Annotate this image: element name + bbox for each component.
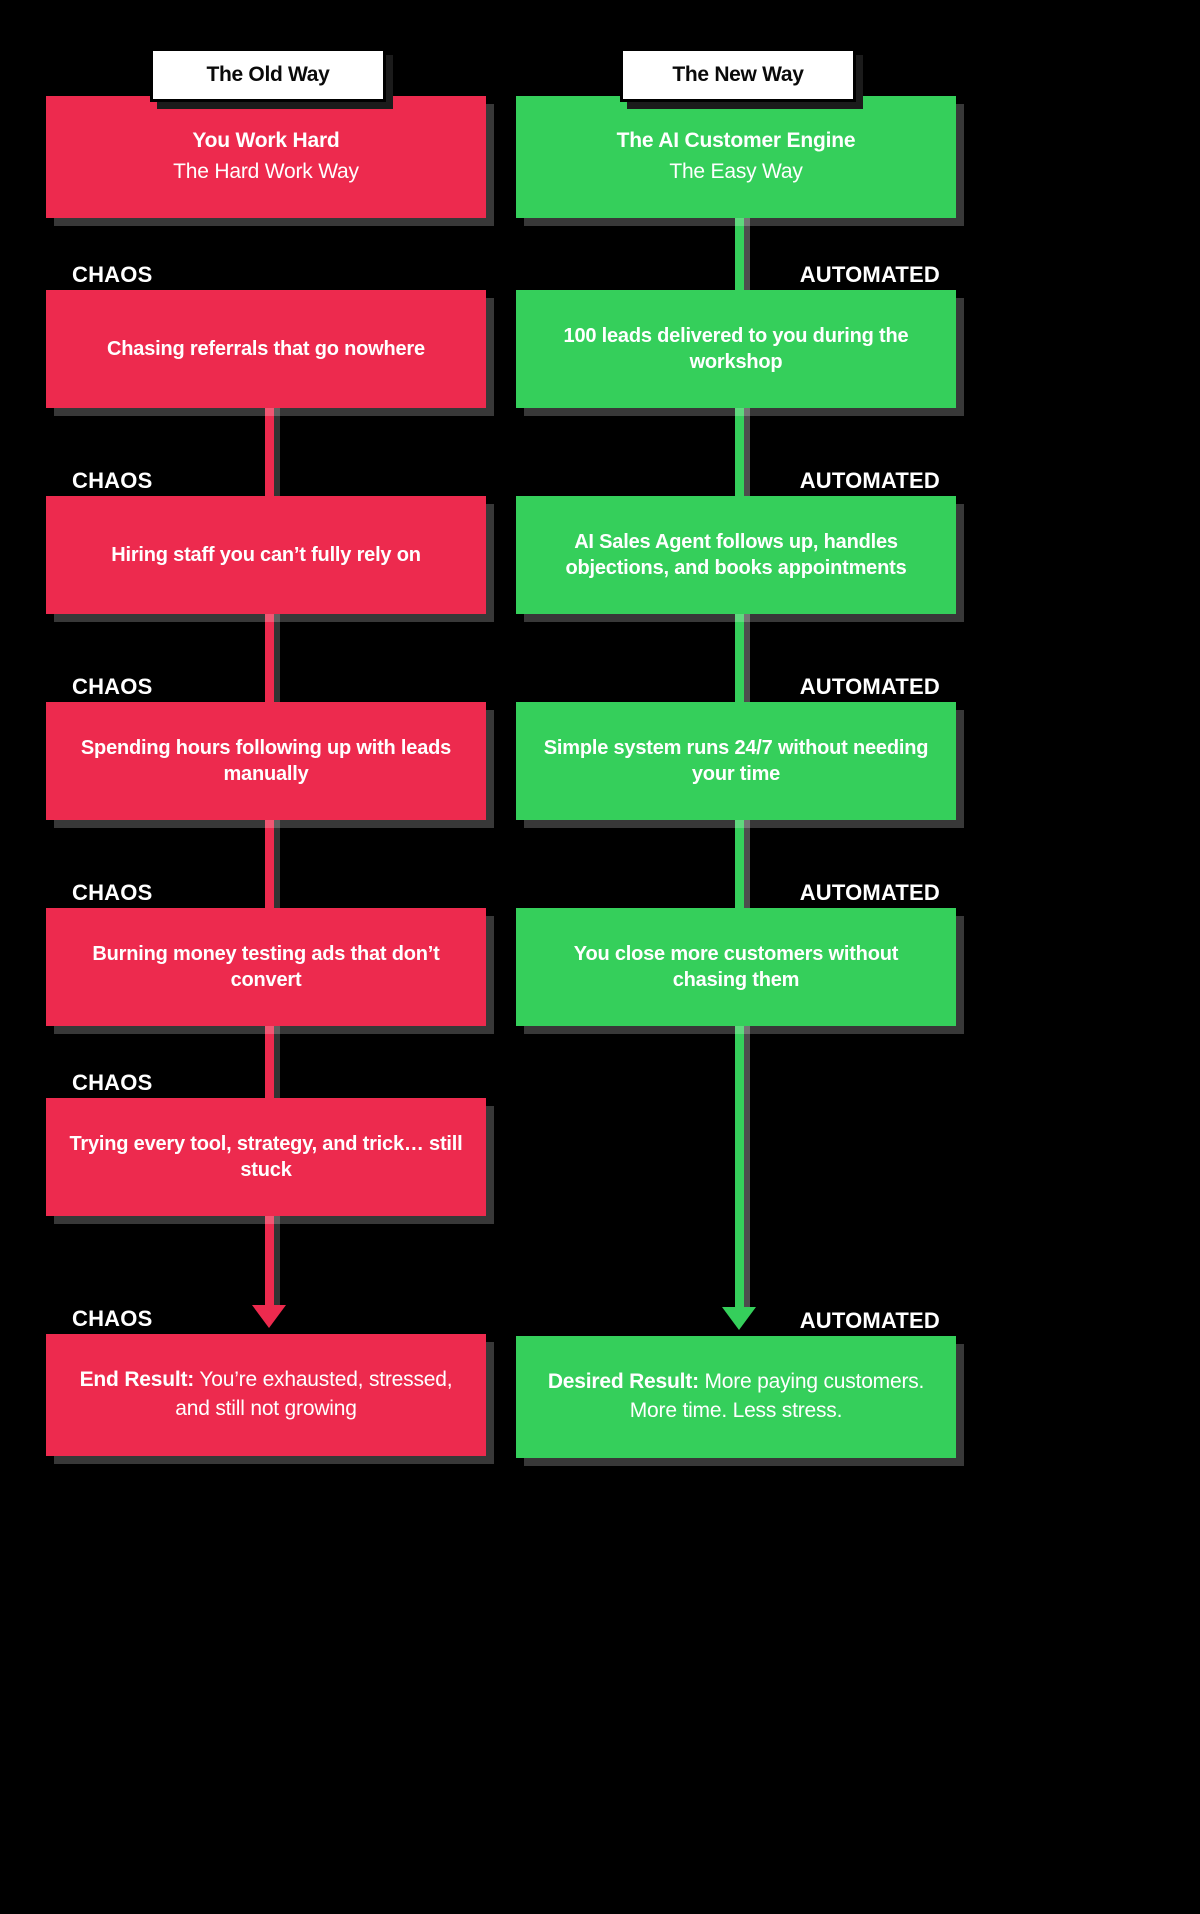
step-card-old-1: Chasing referrals that go nowhere bbox=[46, 290, 486, 408]
hero-card-old-way: You Work Hard The Hard Work Way bbox=[46, 96, 486, 218]
arrow-head-icon bbox=[252, 1305, 286, 1328]
gap-old-4: CHAOS bbox=[46, 818, 486, 910]
hero-title: The AI Customer Engine bbox=[616, 129, 856, 153]
gap-new-1: AUTOMATED bbox=[516, 216, 956, 292]
connector-line bbox=[735, 612, 744, 704]
status-label-automated: AUTOMATED bbox=[795, 262, 944, 288]
column-header-label: The New Way bbox=[672, 63, 804, 86]
column-header-label: The Old Way bbox=[206, 63, 330, 86]
step-card-new-2: AI Sales Agent follows up, handles objec… bbox=[516, 496, 956, 614]
step-text: AI Sales Agent follows up, handles objec… bbox=[565, 531, 907, 579]
step-card-old-3: Spending hours following up with leads m… bbox=[46, 702, 486, 820]
status-label-chaos: CHAOS bbox=[68, 262, 157, 288]
step-card-old-2: Hiring staff you can’t fully rely on bbox=[46, 496, 486, 614]
hero-subtitle: The Easy Way bbox=[669, 160, 803, 184]
connector-line bbox=[735, 216, 744, 292]
status-label-chaos: CHAOS bbox=[68, 468, 157, 494]
result-card-new-way: Desired Result: More paying customers. M… bbox=[516, 1336, 956, 1458]
connector-line bbox=[735, 406, 744, 498]
connector-line bbox=[265, 612, 274, 704]
gap-new-4: AUTOMATED bbox=[516, 818, 956, 910]
arrow-head-icon bbox=[722, 1307, 756, 1330]
status-label-automated: AUTOMATED bbox=[795, 880, 944, 906]
step-text: Burning money testing ads that don’t con… bbox=[92, 943, 440, 991]
gap-new-3: AUTOMATED bbox=[516, 612, 956, 704]
hero-title: You Work Hard bbox=[192, 129, 340, 153]
status-label-chaos: CHAOS bbox=[68, 1070, 157, 1096]
gap-old-2: CHAOS bbox=[46, 406, 486, 498]
column-header-tab-old-way: The Old Way bbox=[150, 48, 386, 102]
connector-line bbox=[265, 1024, 274, 1100]
step-text: 100 leads delivered to you during the wo… bbox=[563, 325, 909, 373]
step-text: You close more customers without chasing… bbox=[573, 943, 899, 991]
result-label: Desired Result: bbox=[547, 1370, 699, 1394]
status-label-automated: AUTOMATED bbox=[795, 1308, 944, 1334]
result-body: More paying customers. More time. Less s… bbox=[629, 1370, 925, 1422]
step-text: Simple system runs 24/7 without needing … bbox=[543, 737, 929, 785]
connector-line bbox=[265, 406, 274, 498]
connector-line bbox=[265, 818, 274, 910]
result-text: Desired Result: More paying customers. M… bbox=[542, 1368, 930, 1426]
result-label: End Result: bbox=[79, 1368, 195, 1392]
connector-line bbox=[265, 1214, 274, 1306]
step-text: Trying every tool, strategy, and trick… … bbox=[69, 1133, 463, 1181]
column-old-way: The Old Way You Work Hard The Hard Work … bbox=[46, 0, 486, 1456]
status-label-chaos: CHAOS bbox=[68, 1306, 157, 1332]
status-label-automated: AUTOMATED bbox=[795, 468, 944, 494]
status-label-chaos: CHAOS bbox=[68, 880, 157, 906]
step-text: Chasing referrals that go nowhere bbox=[107, 338, 425, 360]
status-label-automated: AUTOMATED bbox=[795, 674, 944, 700]
gap-old-3: CHAOS bbox=[46, 612, 486, 704]
step-card-old-5: Trying every tool, strategy, and trick… … bbox=[46, 1098, 486, 1216]
result-text: End Result: You’re exhausted, stressed, … bbox=[72, 1366, 460, 1424]
result-body: You’re exhausted, stressed, and still no… bbox=[175, 1368, 453, 1420]
connector-line bbox=[735, 818, 744, 910]
result-card-old-way: End Result: You’re exhausted, stressed, … bbox=[46, 1334, 486, 1456]
hero-card-new-way: The AI Customer Engine The Easy Way bbox=[516, 96, 956, 218]
step-text: Spending hours following up with leads m… bbox=[80, 737, 452, 785]
gap-new-5: AUTOMATED bbox=[516, 1024, 956, 1336]
step-card-new-3: Simple system runs 24/7 without needing … bbox=[516, 702, 956, 820]
gap-new-2: AUTOMATED bbox=[516, 406, 956, 498]
step-text: Hiring staff you can’t fully rely on bbox=[111, 544, 421, 566]
hero-subtitle: The Hard Work Way bbox=[173, 160, 359, 184]
column-header-tab-new-way: The New Way bbox=[620, 48, 856, 102]
gap-old-6: CHAOS bbox=[46, 1214, 486, 1334]
gap-old-5: CHAOS bbox=[46, 1024, 486, 1100]
gap-old-1: CHAOS bbox=[46, 218, 486, 290]
connector-line bbox=[735, 1024, 744, 1308]
step-card-old-4: Burning money testing ads that don’t con… bbox=[46, 908, 486, 1026]
step-card-new-4: You close more customers without chasing… bbox=[516, 908, 956, 1026]
column-new-way: The New Way The AI Customer Engine The E… bbox=[516, 0, 956, 1458]
step-card-new-1: 100 leads delivered to you during the wo… bbox=[516, 290, 956, 408]
status-label-chaos: CHAOS bbox=[68, 674, 157, 700]
